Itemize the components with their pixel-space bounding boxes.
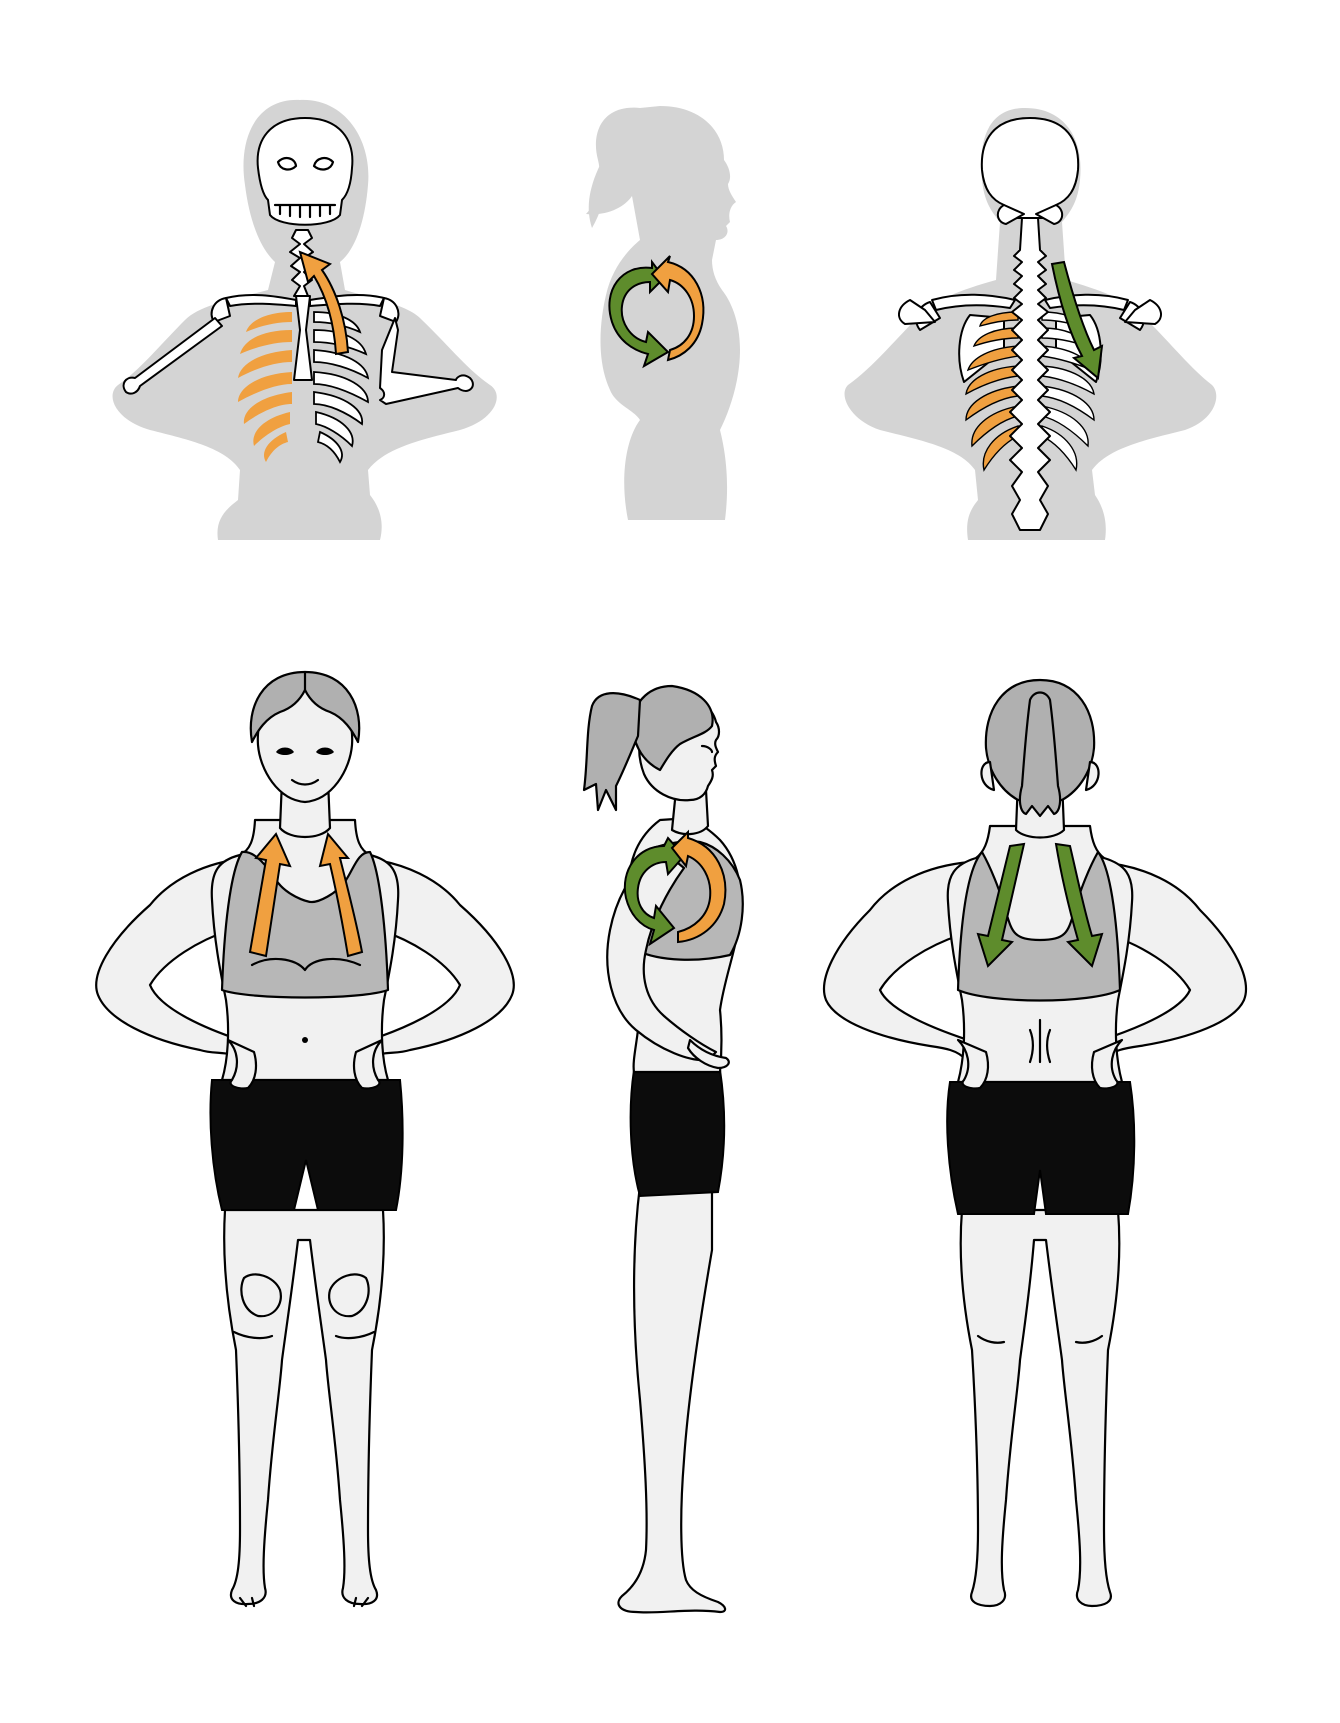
skeleton-back-panel (844, 108, 1217, 540)
shorts (946, 1081, 1136, 1215)
figure-front-panel (95, 670, 515, 1608)
figure-side-panel (582, 684, 744, 1614)
ponytail (1018, 691, 1062, 818)
figure-back-panel (822, 678, 1248, 1608)
ribcage-icon (238, 312, 292, 462)
skull-icon (256, 117, 354, 226)
legs (617, 1183, 727, 1614)
skeleton-front-panel (112, 99, 497, 540)
shorts (209, 1079, 404, 1211)
ribcage-icon (965, 311, 1019, 472)
legs (223, 1208, 385, 1606)
arrow-up-icon (298, 250, 350, 356)
arrow-down-icon (1054, 842, 1104, 968)
arrow-down-icon (976, 842, 1026, 968)
rotation-arrows-icon (608, 255, 705, 369)
arrow-up-icon (318, 831, 364, 958)
spine-icon (1009, 217, 1051, 531)
shorts (629, 1069, 726, 1198)
legs (959, 1208, 1121, 1608)
side-silhouette (586, 106, 740, 520)
rotation-arrows-icon (623, 829, 727, 947)
ponytail (582, 692, 642, 812)
arrow-up-icon (248, 832, 292, 958)
silhouette-side-panel (586, 106, 740, 520)
arrow-down-icon (1050, 260, 1104, 380)
